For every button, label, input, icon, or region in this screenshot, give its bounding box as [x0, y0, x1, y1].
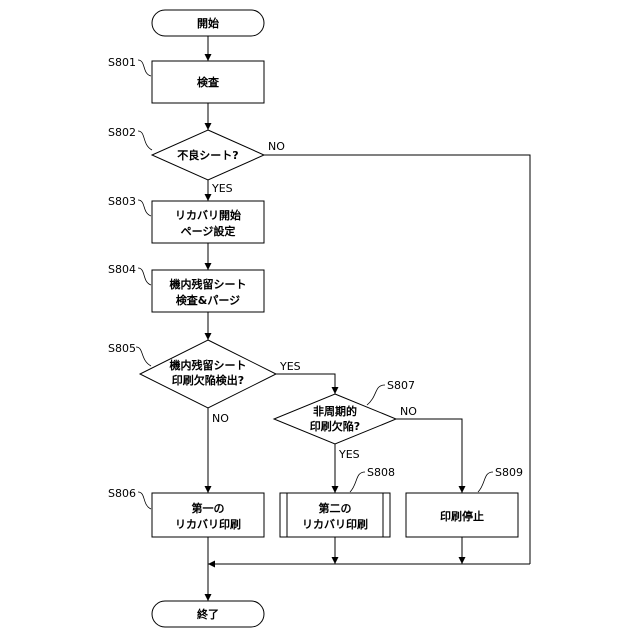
- end-terminal: 終了: [152, 601, 264, 627]
- s807-line2: 印刷欠陥?: [310, 419, 360, 433]
- predefined-process-s808: 第二の リカバリ印刷: [280, 493, 390, 537]
- start-terminal: 開始: [152, 10, 264, 36]
- step-label-s801: S801: [108, 56, 136, 69]
- branch-s807-yes: YES: [338, 448, 360, 461]
- decision-s807: 非周期的 印刷欠陥?: [274, 394, 396, 444]
- leader-s809: [478, 472, 493, 492]
- leader-s806: [138, 492, 151, 509]
- branch-s807-no: NO: [400, 405, 417, 418]
- s806-line1: 第一の: [192, 501, 225, 515]
- s808-line2: リカバリ印刷: [302, 518, 368, 531]
- decision-s802: 不良シート?: [152, 130, 264, 180]
- process-s803: リカバリ開始 ページ設定: [152, 201, 264, 243]
- leader-s807: [367, 385, 385, 405]
- s807-line1: 非周期的: [313, 404, 357, 418]
- start-label: 開始: [197, 16, 219, 30]
- s805-line1: 機内残留シート: [170, 358, 247, 372]
- process-s806: 第一の リカバリ印刷: [152, 493, 264, 537]
- branch-s805-yes: YES: [279, 360, 301, 373]
- step-label-s808: S808: [367, 466, 395, 479]
- leader-s802: [138, 131, 152, 150]
- branch-s802-no: NO: [268, 140, 285, 153]
- leader-s804: [138, 268, 151, 285]
- process-s804: 機内残留シート 検査&パージ: [152, 270, 264, 312]
- s806-line2: リカバリ印刷: [175, 518, 241, 531]
- s802-label: 不良シート?: [177, 148, 238, 162]
- leader-s803: [138, 200, 151, 216]
- s803-line2: ページ設定: [181, 224, 236, 238]
- s804-line2: 検査&パージ: [176, 293, 240, 307]
- step-label-s806: S806: [108, 487, 136, 500]
- edge-s807-no: [396, 419, 462, 493]
- step-label-s803: S803: [108, 195, 136, 208]
- s803-line1: リカバリ開始: [175, 208, 241, 222]
- leader-s801: [138, 60, 151, 76]
- edge-s805-yes: [276, 374, 335, 394]
- step-label-s805: S805: [108, 342, 136, 355]
- leader-s808: [350, 472, 365, 492]
- s804-line1: 機内残留シート: [170, 277, 247, 291]
- branch-s802-yes: YES: [211, 182, 233, 195]
- decision-s805: 機内残留シート 印刷欠陥検出?: [140, 340, 276, 408]
- s801-label: 検査: [197, 75, 219, 89]
- branch-s805-no: NO: [212, 412, 229, 425]
- step-label-s809: S809: [495, 466, 523, 479]
- s805-line2: 印刷欠陥検出?: [172, 373, 244, 387]
- step-label-s804: S804: [108, 263, 136, 276]
- end-label: 終了: [197, 607, 219, 621]
- step-label-s807: S807: [387, 379, 415, 392]
- leader-s805: [136, 347, 151, 366]
- process-s809: 印刷停止: [406, 493, 518, 537]
- s809-label: 印刷停止: [440, 509, 484, 523]
- process-s801: 検査: [152, 61, 264, 103]
- s808-line1: 第二の: [319, 501, 352, 515]
- step-label-s802: S802: [108, 126, 136, 139]
